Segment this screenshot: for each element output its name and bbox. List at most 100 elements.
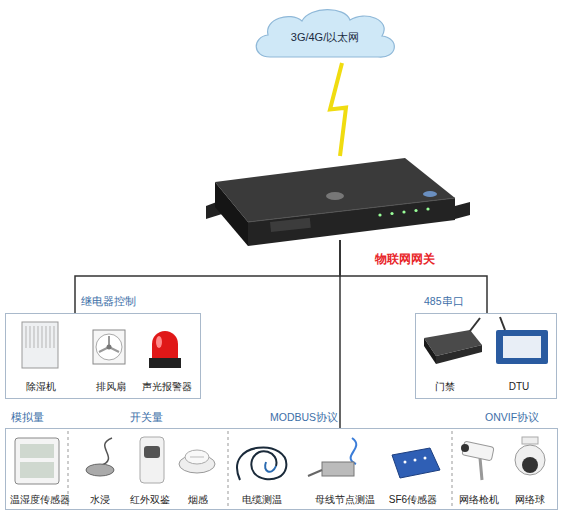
device-label: 排风扇 [85, 381, 137, 393]
smoke-detector-icon [185, 450, 209, 464]
device-label: 声光报警器 [141, 381, 193, 393]
smoke-detector-icon [179, 450, 215, 473]
smoke-detector-icon [190, 457, 204, 458]
fan-icon [93, 330, 125, 364]
gateway-device [423, 191, 437, 197]
dehumidifier-icon [22, 322, 58, 368]
device-node: DTU [491, 321, 547, 393]
sf6-sensor-icon [392, 448, 440, 478]
fan-icon [96, 334, 122, 360]
gateway-device [326, 192, 344, 200]
device-node: 烟感 [176, 432, 220, 506]
device-label: SF6传感器 [385, 494, 441, 506]
dehumidifier-icon [26, 326, 27, 348]
device-node: 母线节点测温 [305, 432, 385, 506]
gateway-device [378, 213, 381, 216]
device-label: 温湿度传感器 [10, 494, 70, 506]
dehumidifier-icon [22, 322, 58, 368]
access-control-icon [424, 318, 482, 364]
device-label: 门禁 [419, 381, 471, 393]
alarm-light-icon [149, 358, 181, 368]
access-control-icon [470, 318, 480, 331]
busbar-sensor-icon [308, 438, 356, 476]
busbar-sensor-icon [308, 470, 322, 476]
bus-line [75, 240, 340, 313]
bottom-band [452, 431, 453, 507]
section-box: 模拟量温湿度传感器 [5, 428, 68, 510]
sf6-sensor-icon [424, 457, 427, 460]
device-node: 电缆测温 [232, 432, 292, 506]
dehumidifier-icon [50, 326, 51, 348]
cable-sensor-icon [265, 462, 276, 472]
dehumidifier-icon [46, 326, 47, 348]
fan-icon [107, 345, 112, 350]
bus-line [340, 240, 487, 313]
bullet-camera-icon [461, 441, 494, 480]
gateway-device [248, 198, 455, 246]
alarm-light-icon [152, 331, 178, 360]
dtu-icon [503, 336, 541, 358]
sf6-sensor-icon [404, 461, 407, 464]
gateway-device [455, 202, 470, 219]
group-heading: 继电器控制 [81, 295, 136, 307]
dehumidifier-icon [54, 326, 55, 348]
group-heading: 485串口 [424, 295, 464, 307]
dehumidifier-icon [30, 326, 31, 348]
thermo-hygrometer-icon [15, 438, 59, 484]
bottom-band [6, 429, 558, 510]
device-label: 网络球 [506, 494, 554, 506]
section-heading: 模拟量 [11, 411, 44, 423]
thermo-hygrometer-icon [15, 438, 59, 484]
group-box: 485串口门禁DTU [415, 313, 557, 399]
access-control-icon [424, 338, 436, 364]
bus-line [339, 240, 341, 428]
thermo-hygrometer-icon [20, 444, 54, 458]
device-node: 红外双鉴 [126, 432, 174, 506]
fan-icon [93, 330, 125, 364]
network-cloud: 3G/4G/以太网 [250, 5, 400, 63]
section-heading: 开关量 [130, 411, 163, 423]
device-label: 电缆测温 [232, 494, 292, 506]
gateway-device [206, 158, 470, 246]
cable-sensor-icon [237, 447, 286, 480]
device-label: DTU [491, 381, 547, 393]
group-box: 继电器控制除湿机排风扇声光报警器 [5, 313, 201, 399]
gateway-node: 物联网网关 [217, 156, 463, 240]
gateway-device [270, 218, 311, 232]
thermo-hygrometer-icon [20, 462, 54, 478]
busbar-sensor-icon [322, 462, 354, 476]
section-box: ONVIF协议网络枪机网络球 [452, 428, 558, 510]
section-box: 开关量水浸红外双鉴烟感 [68, 428, 228, 510]
gateway-label: 物联网网关 [375, 252, 435, 266]
device-node: 网络枪机 [456, 432, 502, 506]
dome-camera-icon [522, 457, 538, 473]
alarm-light-icon [156, 336, 162, 348]
bottom-band [6, 429, 558, 510]
sf6-sensor-icon [392, 448, 440, 478]
gateway-device [248, 198, 455, 222]
sf6-sensor-icon [414, 459, 417, 462]
water-sensor-icon [100, 438, 112, 466]
device-node: 门禁 [419, 321, 471, 393]
dome-camera-icon [515, 437, 545, 475]
gateway-device [414, 209, 417, 212]
access-control-icon [436, 345, 482, 364]
network-label: 3G/4G/以太网 [250, 5, 400, 63]
dehumidifier-icon [42, 326, 43, 348]
device-label: 除湿机 [13, 381, 69, 393]
water-sensor-icon [86, 438, 114, 476]
dehumidifier-icon [34, 326, 35, 348]
cable-sensor-icon [237, 447, 286, 480]
device-node: SF6传感器 [385, 432, 441, 506]
gateway-device [402, 210, 405, 213]
water-sensor-icon [86, 464, 114, 476]
dtu-icon [496, 330, 548, 364]
device-label: 红外双鉴 [126, 494, 174, 506]
device-node: 温湿度传感器 [10, 432, 70, 506]
device-label: 网络枪机 [456, 494, 502, 506]
device-label: 烟感 [176, 494, 220, 506]
gateway-device [390, 212, 393, 215]
